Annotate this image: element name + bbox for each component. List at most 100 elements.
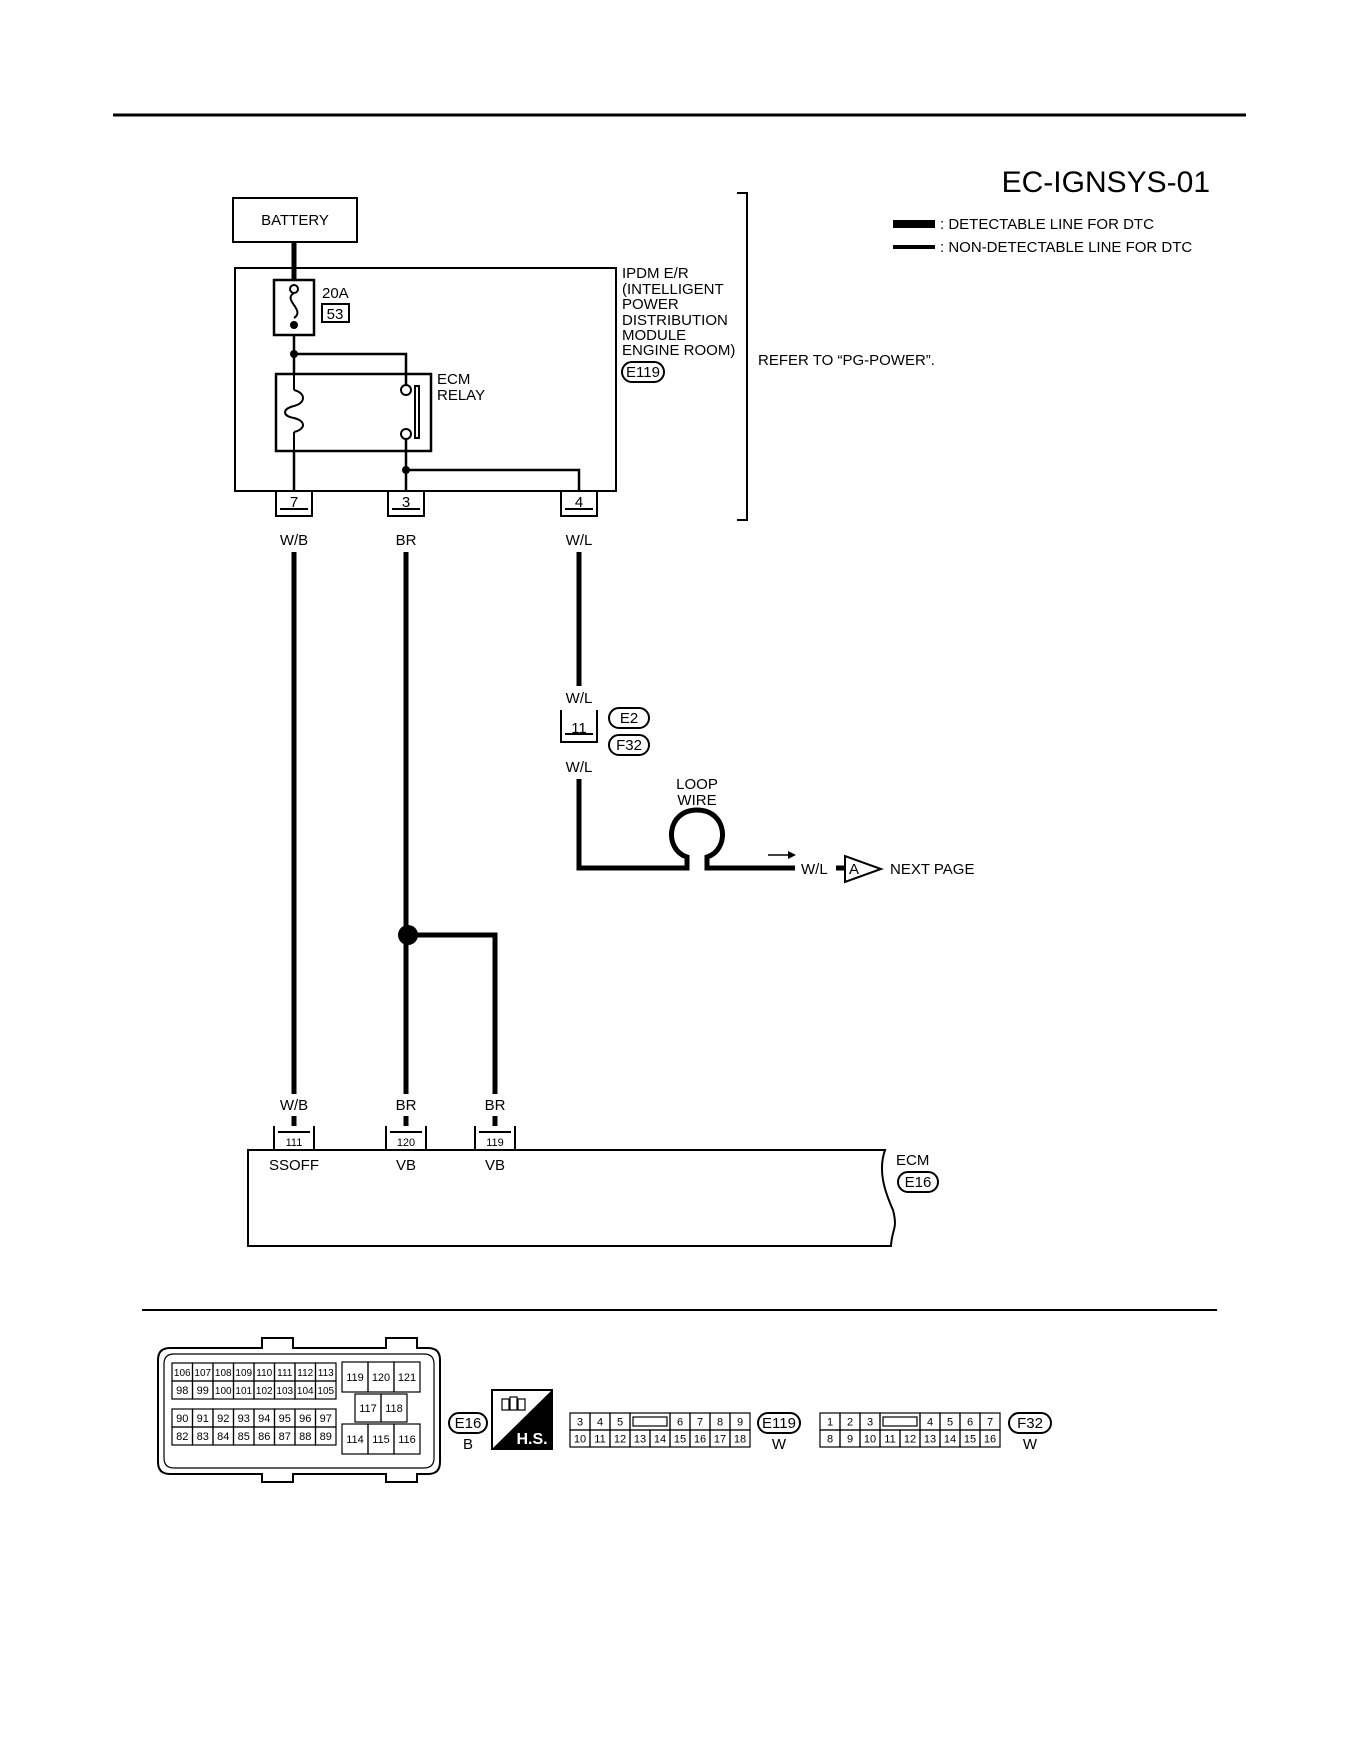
e16-badge <box>448 1412 488 1434</box>
wire-color-wl-mid2: W/L <box>566 759 593 776</box>
e119-pin-5: 5 <box>617 1417 623 1429</box>
hs-icon: H.S. <box>491 1389 553 1450</box>
relay-coil <box>284 374 304 451</box>
e16-pin-114: 114 <box>346 1434 364 1446</box>
svg-text:(INTELLIGENT: (INTELLIGENT <box>622 281 724 298</box>
svg-text:3: 3 <box>402 494 410 511</box>
e16-pin-95: 95 <box>279 1413 291 1425</box>
e119-id: E119 <box>762 1415 796 1432</box>
e16-pin-109: 109 <box>235 1368 252 1379</box>
ecm-pin-120: 120 <box>385 1126 427 1151</box>
e119-badge <box>757 1412 801 1434</box>
ecm-box <box>247 1149 896 1247</box>
e119-pin-8: 8 <box>717 1417 723 1429</box>
wire-wl-lower <box>576 779 795 871</box>
e16-pin-98: 98 <box>176 1385 188 1397</box>
e16-id: E16 <box>455 1415 482 1432</box>
wire-color-wl-mid1: W/L <box>566 690 593 707</box>
ipdm-pin-3: 3 <box>387 491 425 517</box>
relay-label-1: ECM <box>437 371 470 388</box>
e16-pin-91: 91 <box>197 1413 209 1425</box>
e16-pin-83: 83 <box>197 1431 209 1443</box>
e119-pin-4: 4 <box>597 1417 603 1429</box>
legend: : DETECTABLE LINE FOR DTC : NON-DETECTAB… <box>893 216 1192 256</box>
svg-text:MODULE: MODULE <box>622 327 686 344</box>
e119-pin-10: 10 <box>574 1434 586 1446</box>
svg-text:7: 7 <box>290 494 298 511</box>
e16-color: B <box>463 1436 473 1453</box>
f32-pin-14: 14 <box>944 1434 956 1446</box>
svg-text:ENGINE ROOM): ENGINE ROOM) <box>622 342 735 359</box>
f32-id: F32 <box>1017 1415 1043 1432</box>
e16-pin-111: 111 <box>277 1368 293 1379</box>
e16-pin-87: 87 <box>279 1431 291 1443</box>
e16-pin-94: 94 <box>258 1413 270 1425</box>
e119-pin-6: 6 <box>677 1417 683 1429</box>
e16-pin-107: 107 <box>194 1368 211 1379</box>
fuse-number: 53 <box>327 306 344 323</box>
e119-pin-18: 18 <box>734 1434 746 1446</box>
junction-connector: 11 <box>560 710 598 743</box>
f32-pin-7: 7 <box>987 1417 993 1429</box>
f32-pin-12: 12 <box>904 1434 916 1446</box>
ecm-connector-badge <box>897 1171 939 1193</box>
svg-text:IPDM E/R: IPDM E/R <box>622 265 689 282</box>
e119-pin-9: 9 <box>737 1417 743 1429</box>
e16-pin-113: 113 <box>318 1368 334 1379</box>
f32-pin-5: 5 <box>947 1417 953 1429</box>
e16-pin-102: 102 <box>256 1386 273 1397</box>
e16-pin-101: 101 <box>235 1386 252 1397</box>
svg-text:120: 120 <box>397 1137 415 1149</box>
f32-pin-13: 13 <box>924 1434 936 1446</box>
ecm-connector-id: E16 <box>905 1174 932 1191</box>
e119-pin-13: 13 <box>634 1434 646 1446</box>
ipdm-connector-badge <box>621 361 665 383</box>
diagram-title: EC-IGNSYS-01 <box>1002 166 1210 199</box>
e16-pin-115: 115 <box>372 1434 390 1446</box>
e16-pin-106: 106 <box>174 1368 191 1379</box>
f32-pin-16: 16 <box>984 1434 996 1446</box>
e16-pin-100: 100 <box>215 1386 232 1397</box>
f32-pin-3: 3 <box>867 1417 873 1429</box>
f32-pin-9: 9 <box>847 1434 853 1446</box>
ipdm-connector-id: E119 <box>626 364 660 381</box>
legend-detectable: : DETECTABLE LINE FOR DTC <box>940 216 1154 233</box>
f32-pin-2: 2 <box>847 1417 853 1429</box>
junction-conn-f32: F32 <box>616 737 642 754</box>
junction-badge-f32 <box>608 734 650 756</box>
wire-color-br-bottom-2: BR <box>485 1097 506 1114</box>
e119-pin-12: 12 <box>614 1434 626 1446</box>
f32-pin-8: 8 <box>827 1434 833 1446</box>
e119-pin-16: 16 <box>694 1434 706 1446</box>
e119-pin-17: 17 <box>714 1434 726 1446</box>
e16-pin-108: 108 <box>215 1368 232 1379</box>
wire-br-branch <box>408 932 498 1094</box>
ipdm-pin-4: 4 <box>560 491 598 517</box>
ipdm-pin-7: 7 <box>275 491 313 517</box>
svg-text:111: 111 <box>286 1137 303 1149</box>
wire-color-wl-top: W/L <box>566 532 593 549</box>
f32-pin-4: 4 <box>927 1417 933 1429</box>
refer-note: REFER TO “PG-POWER”. <box>758 352 935 369</box>
ecm-relay-box <box>274 372 433 453</box>
svg-text:119: 119 <box>486 1137 504 1149</box>
f32-pin-15: 15 <box>964 1434 976 1446</box>
next-page-letter: A <box>849 861 859 878</box>
svg-text:11: 11 <box>571 720 587 737</box>
ecm-pin-119: 119 <box>474 1126 516 1151</box>
ecm-pin-name-120: VB <box>396 1157 416 1174</box>
next-page-wire-color: W/L <box>801 861 828 878</box>
arrow-icon <box>768 851 796 859</box>
e16-pin-88: 88 <box>299 1431 311 1443</box>
ecm-pin-111: 111 <box>273 1126 315 1151</box>
f32-pin-6: 6 <box>967 1417 973 1429</box>
e16-pin-86: 86 <box>258 1431 270 1443</box>
e16-pin-121: 121 <box>398 1372 416 1384</box>
e16-pin-116: 116 <box>398 1434 416 1446</box>
next-page-flag <box>844 854 884 884</box>
e16-pin-89: 89 <box>320 1431 332 1443</box>
svg-text:POWER: POWER <box>622 296 679 313</box>
